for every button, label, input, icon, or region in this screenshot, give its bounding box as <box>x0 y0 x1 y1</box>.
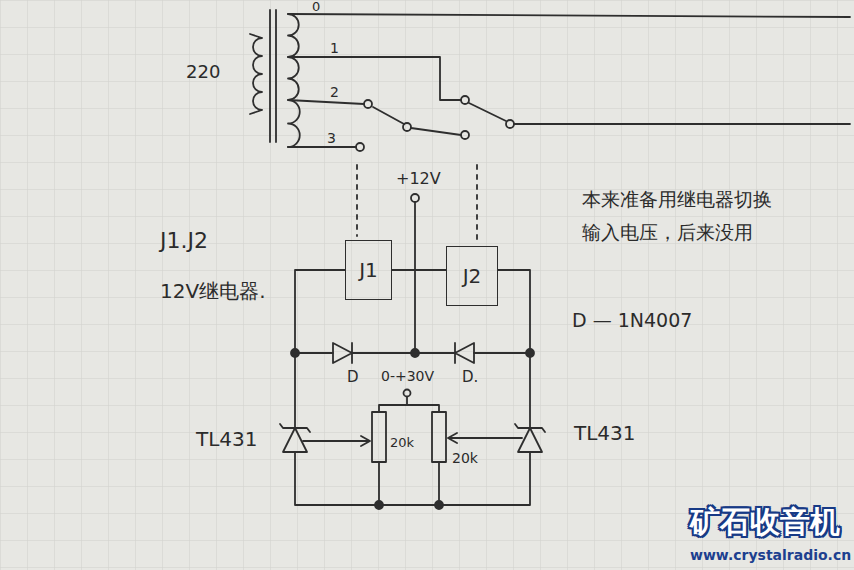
diode-symbol <box>333 343 352 363</box>
part-name: D. <box>462 369 478 386</box>
watermark: 矿石收音机 <box>690 505 840 540</box>
resistor-symbol <box>432 412 446 462</box>
voltage-range: 0-+30V <box>381 368 434 384</box>
junction-dot <box>526 349 534 357</box>
part-note: 12V继电器. <box>160 280 266 303</box>
part-note: D — 1N4007 <box>572 310 692 332</box>
junction-dot <box>411 349 419 357</box>
contact <box>506 120 514 128</box>
resistor-value: 20k <box>390 436 414 451</box>
tap-number: 0 <box>312 0 320 15</box>
tap-number: 3 <box>327 130 336 146</box>
part-name: TL431 <box>196 428 258 451</box>
wiper-arrow <box>448 433 522 443</box>
note: 本来准备用继电器切换 输入电压，后来没用 <box>582 183 787 249</box>
contact <box>364 100 372 108</box>
winding-voltage: 220 <box>186 62 220 83</box>
relay-label: J2 <box>463 264 482 288</box>
relay-coil-box: J1 <box>345 240 392 300</box>
relay-link <box>357 165 477 242</box>
primary-coil <box>250 34 262 114</box>
tl431-symbol <box>280 424 310 452</box>
wire <box>295 202 530 505</box>
junction-dot <box>291 349 299 357</box>
terminal <box>404 390 411 397</box>
part-name: D <box>347 369 359 386</box>
junction-dot <box>375 501 383 509</box>
tap-number: 2 <box>330 84 339 100</box>
relay-coil-box: J2 <box>446 246 498 306</box>
wiper-arrow <box>303 436 370 446</box>
wire <box>392 269 446 271</box>
part-name: TL431 <box>574 422 636 445</box>
relay-label: J1 <box>359 258 378 282</box>
diode-symbol <box>455 343 474 363</box>
part-name: J1.J2 <box>160 228 208 253</box>
resistor-value: 20k <box>452 450 478 466</box>
junction-dot <box>435 501 443 509</box>
supply-voltage: +12V <box>396 170 441 188</box>
contact <box>461 96 469 104</box>
terminal <box>411 194 419 202</box>
switch-lever <box>373 103 506 124</box>
wire <box>379 397 439 505</box>
contact <box>461 131 469 139</box>
contact <box>356 143 364 151</box>
secondary-coil <box>288 14 300 147</box>
resistor-symbol <box>372 412 386 462</box>
watermark-url: www.crystalradio.cn <box>690 547 851 563</box>
tap-number: 1 <box>330 40 339 56</box>
transformer-core <box>270 10 276 142</box>
tap-wires <box>288 14 850 147</box>
